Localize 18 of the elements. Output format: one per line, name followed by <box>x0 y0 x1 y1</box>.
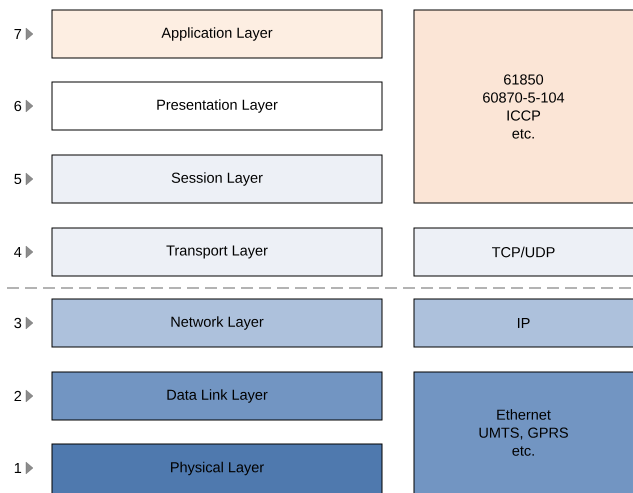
layer-box: Presentation Layer <box>52 82 382 130</box>
layer-box: TCP/UDP <box>414 228 633 276</box>
layer-number: 3 <box>14 318 22 328</box>
layer-box: Session Layer <box>52 154 382 204</box>
layer-box: Physical Layer <box>52 443 382 493</box>
layer-number: 6 <box>14 100 22 112</box>
layer-number: 1 <box>14 463 22 473</box>
layer-box: Ethernet UMTS, GPRS etc. <box>414 371 633 493</box>
layer-box: Data Link Layer <box>52 371 382 420</box>
layer-number: 4 <box>14 247 22 257</box>
layer-box: IP <box>414 298 633 348</box>
layer-number: 7 <box>14 29 22 39</box>
layer-box: 61850 60870-5-104 ICCP etc. <box>414 10 633 204</box>
layer-number: 5 <box>14 174 22 184</box>
layer-box: Application Layer <box>52 10 382 58</box>
layer-box: Network Layer <box>52 298 382 348</box>
layer-box: Transport Layer <box>52 228 382 276</box>
layer-number: 2 <box>14 390 22 402</box>
